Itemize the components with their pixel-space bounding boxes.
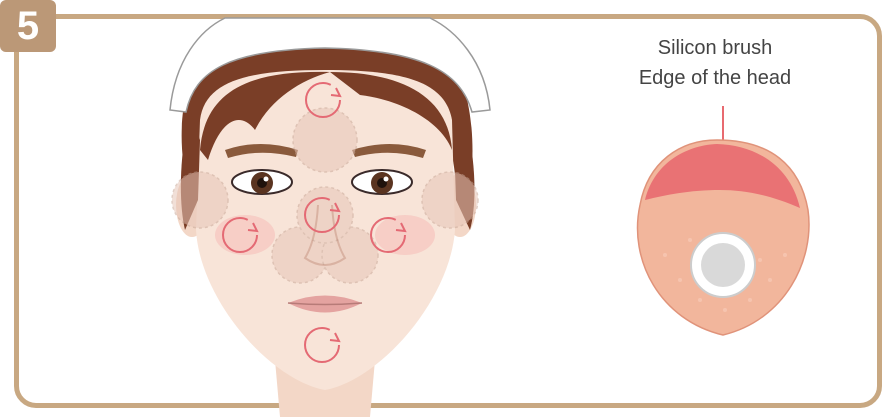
head-edge-label: Edge of the head (610, 64, 820, 92)
silicon-brush-head (638, 140, 809, 335)
zone-left-temple (172, 172, 228, 228)
zone-right-temple (422, 172, 478, 228)
silicon-brush-label: Silicon brush (610, 34, 820, 62)
